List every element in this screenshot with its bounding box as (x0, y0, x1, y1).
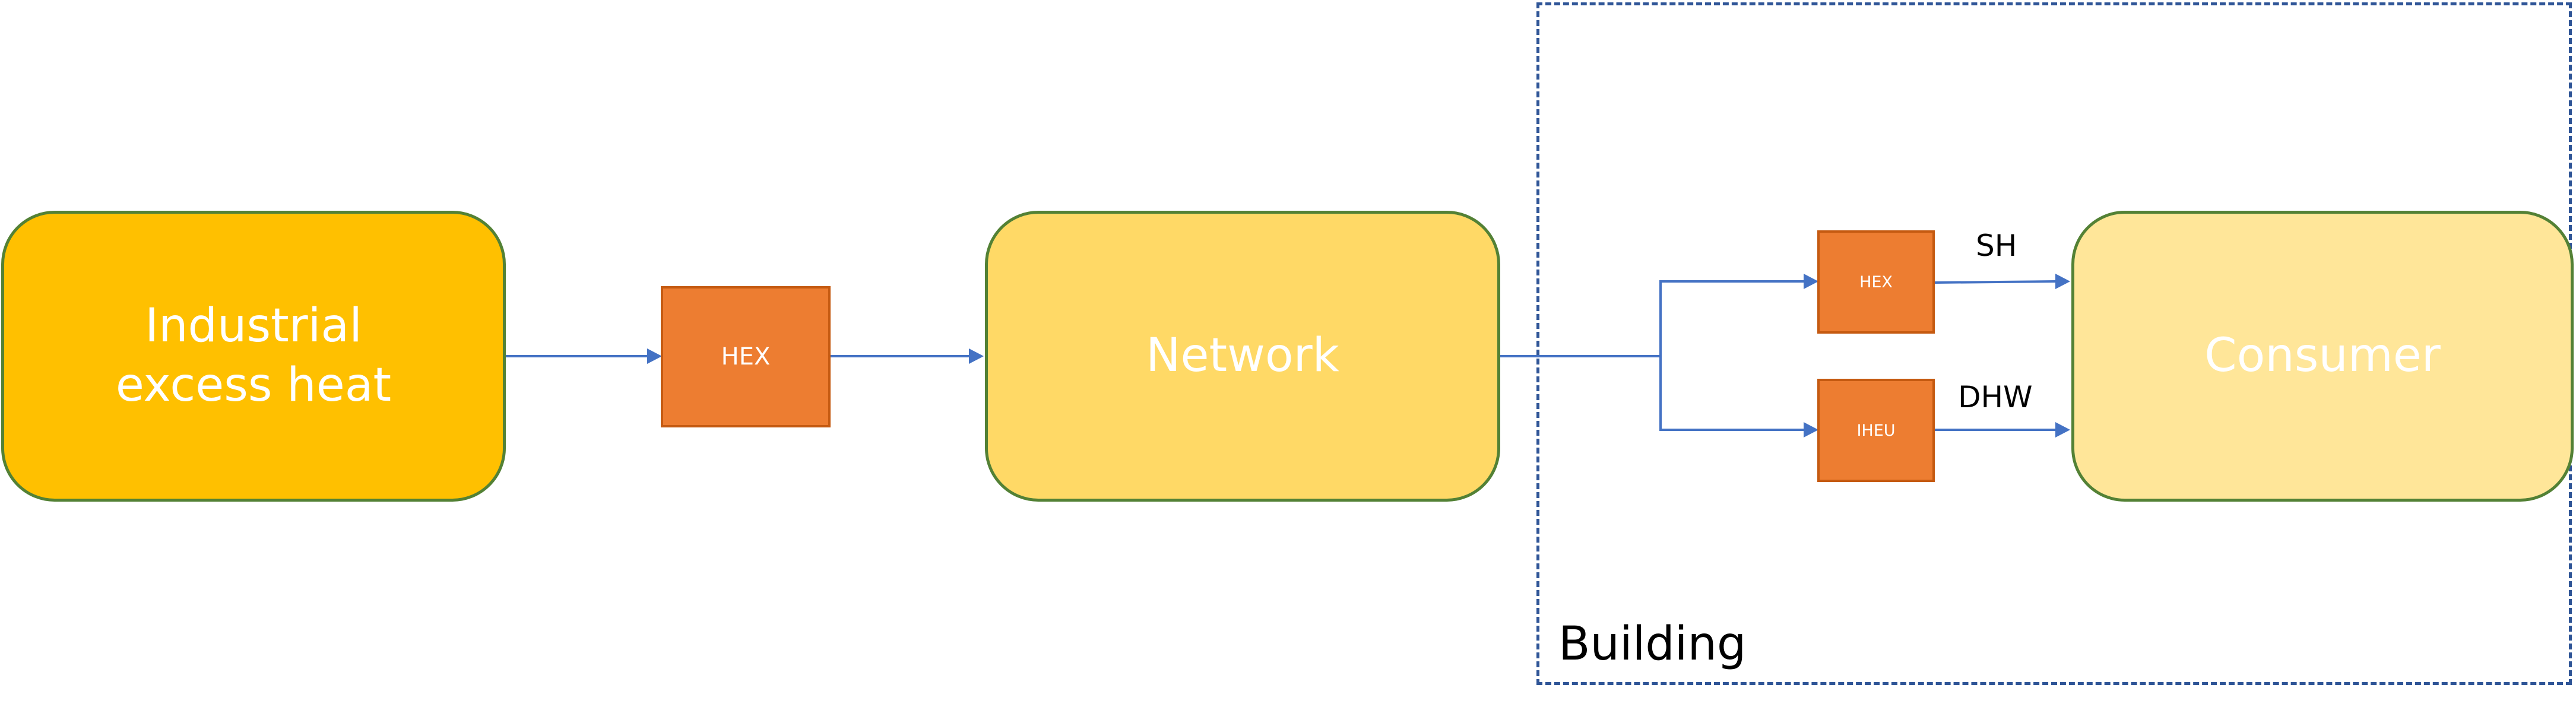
sh-edge-label: SH (1976, 229, 2017, 263)
consumer-node: Consumer (2071, 211, 2574, 502)
network-node: Network (985, 211, 1500, 502)
edge-hex-sh-to-consumer (1934, 280, 2056, 284)
hex-sh-label: HEX (1859, 272, 1893, 291)
arrowhead-network (969, 348, 984, 364)
iheu-label: IHEU (1856, 421, 1896, 440)
building-label: Building (1558, 617, 1747, 671)
hex-main-label: HEX (721, 343, 771, 370)
arrowhead-iheu (1804, 422, 1818, 438)
edge-network-to-hex-sh (1659, 280, 1804, 356)
network-label: Network (1146, 329, 1339, 383)
arrowhead-consumer-dhw (2055, 422, 2070, 438)
iheu-node: IHEU (1817, 379, 1935, 482)
hex-sh-node: HEX (1817, 230, 1935, 334)
industrial-excess-heat-node: Industrial excess heat (1, 211, 506, 502)
consumer-label: Consumer (2204, 329, 2441, 383)
dhw-edge-label: DHW (1958, 380, 2033, 414)
industrial-excess-heat-label: Industrial excess heat (115, 299, 392, 412)
hex-main-node: HEX (661, 286, 831, 427)
arrowhead-hex-sh (1804, 274, 1818, 289)
arrowhead-hex-main (647, 348, 662, 364)
edge-network-to-iheu (1659, 356, 1804, 431)
arrowhead-consumer-sh (2055, 274, 2070, 289)
